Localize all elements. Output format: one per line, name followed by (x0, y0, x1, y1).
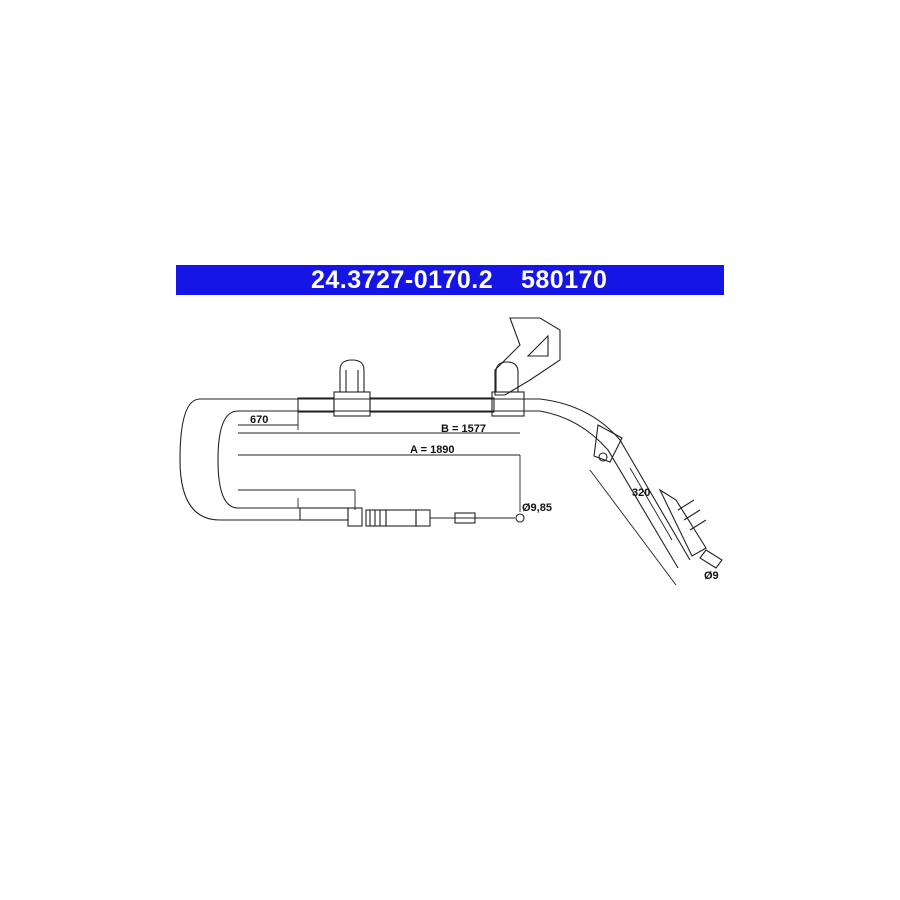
bracket-left-base (333, 391, 371, 417)
diameter-right-label: Ø9 (704, 570, 719, 582)
dim-320-label: 320 (632, 487, 650, 499)
upper-sleeve (369, 397, 495, 413)
upper-left-ferrule (297, 397, 335, 413)
diameter-left-label: Ø9,85 (522, 502, 552, 514)
dim-670-label: 670 (250, 414, 268, 426)
title-banner: 24.3727-0170.2 580170 (176, 265, 724, 295)
wire-crimp (454, 512, 476, 524)
wire-end-ball (515, 513, 525, 523)
lower-threaded (365, 509, 387, 527)
cable-outer-line (179, 398, 300, 521)
bracket-left (339, 359, 365, 393)
dim-a-label: A = 1890 (410, 444, 455, 456)
dim-b-label: B = 1577 (441, 423, 486, 435)
cable-upper-bottom (300, 410, 679, 569)
lower-nut (415, 509, 431, 527)
end-nipple (699, 549, 723, 569)
part-number: 24.3727-0170.2 (311, 266, 494, 294)
reference-code: 580170 (521, 266, 608, 294)
clip-hole (598, 452, 608, 462)
bracket-right-base (491, 391, 525, 417)
bracket-right (495, 361, 519, 393)
lower-sleeve (385, 509, 417, 527)
dim-right-arrow (589, 469, 677, 586)
dim-320-line (629, 467, 673, 541)
cable-upper-top (300, 398, 691, 561)
angled-clip (593, 424, 623, 463)
lower-adjuster (347, 507, 363, 527)
end-ferrule (658, 488, 707, 557)
cable-inner-line (217, 410, 300, 509)
bracket-right-slot (526, 334, 549, 357)
lower-ferrule-left (299, 507, 349, 521)
